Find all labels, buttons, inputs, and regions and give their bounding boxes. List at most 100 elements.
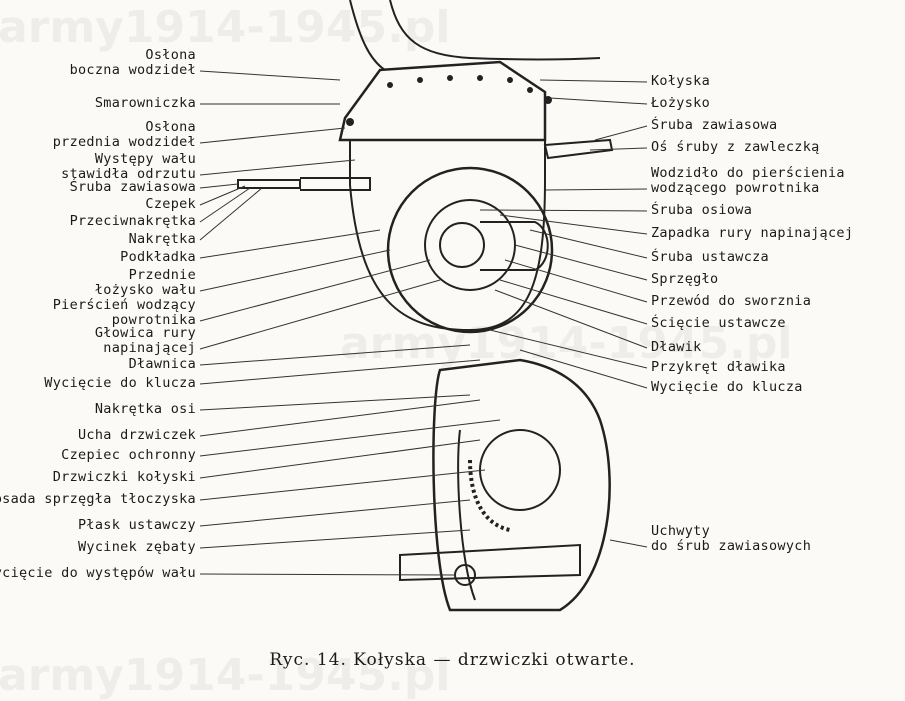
label-line: Płask ustawczy	[78, 517, 196, 533]
label-line: Dławik	[651, 339, 702, 355]
label-line: Dławnica	[128, 356, 196, 372]
label-line: Wodzidło do pierścienia	[651, 165, 845, 181]
leader-line	[199, 419, 501, 457]
label-line: Wycięcie do klucza	[44, 375, 196, 391]
cradle-housing	[349, 140, 546, 332]
label-przykret: Przykręt dławika	[651, 360, 786, 375]
label-obsada: Obsada sprzęgła tłoczyska	[0, 492, 196, 507]
label-nakretka-osi: Nakrętka osi	[95, 402, 196, 417]
leader-line	[529, 229, 648, 259]
leader-line	[199, 573, 456, 576]
leader-line	[199, 249, 391, 292]
label-sciecie: Ścięcie ustawcze	[651, 316, 786, 331]
label-line: Nakrętka	[128, 231, 196, 247]
leader-line	[199, 70, 341, 81]
leader-line	[199, 259, 431, 322]
label-line: Przeciwnakrętka	[69, 213, 196, 229]
drum-outer	[386, 166, 554, 334]
door-body	[432, 358, 611, 612]
label-line: Osłona	[145, 47, 196, 63]
label-czepiec: Czepiec ochronny	[61, 448, 196, 463]
label-line: Przednie	[128, 267, 196, 283]
label-line: wodzącego powrotnika	[651, 180, 820, 196]
label-sruba-osiowa: Śruba osiowa	[651, 203, 752, 218]
drum-hub	[439, 222, 485, 268]
watermark-middle: army1914-1945.pl	[340, 318, 793, 369]
hinge-bolt-left	[237, 179, 301, 189]
label-line: Śruba ustawcza	[651, 249, 769, 265]
leader-line	[609, 539, 648, 548]
leader-line	[199, 359, 481, 385]
leader-line	[199, 127, 346, 144]
label-line: napinającej	[103, 340, 196, 356]
label-podkladka: Podkładka	[120, 250, 196, 265]
leader-line	[199, 469, 486, 501]
leader-line	[199, 279, 441, 350]
label-line: Wycinek zębaty	[78, 539, 196, 555]
label-line: przednia wodzideł	[52, 134, 196, 150]
cradle-top-plate	[338, 60, 547, 142]
label-line: Śruba osiowa	[651, 202, 753, 218]
leader-line	[514, 244, 648, 281]
label-line: Czepiec ochronny	[61, 447, 196, 463]
door-inner	[457, 429, 476, 601]
label-line: boczna wodzideł	[69, 62, 196, 78]
leader-line	[504, 259, 648, 303]
watermark-bottom: army1914-1945.pl	[0, 650, 451, 701]
label-line: Ucha drzwiczek	[78, 427, 196, 443]
label-nakretka: Nakrętka	[129, 232, 196, 247]
label-sruba-zawiasowa-l: Śruba zawiasowa	[70, 180, 196, 195]
hinge-bolt-right	[543, 138, 614, 160]
label-wycinek: Wycinek zębaty	[78, 540, 196, 555]
label-przewod: Przewód do sworznia	[651, 294, 811, 309]
label-line: Ścięcie ustawcze	[651, 315, 786, 331]
label-line: Drzwiczki kołyski	[52, 469, 196, 485]
label-line: Sprzęgło	[651, 271, 719, 287]
label-smarowniczka: Smarowniczka	[95, 96, 196, 111]
label-line: Oś śruby z zawleczką	[651, 139, 820, 155]
label-line: Nakrętka osi	[94, 401, 196, 417]
door-pin	[454, 564, 476, 586]
label-line: Uchwyty	[651, 523, 710, 539]
label-drzwiczki: Drzwiczki kołyski	[53, 470, 196, 485]
label-line: stawidła odrzutu	[61, 166, 196, 182]
label-line: Śruba zawiasowa	[69, 179, 196, 195]
leader-line	[199, 399, 481, 437]
leader-line	[494, 289, 648, 349]
label-line: powrotnika	[111, 312, 196, 328]
label-line: Czepek	[145, 196, 196, 212]
label-lozysko: Łożysko	[651, 96, 710, 111]
leader-line	[199, 529, 471, 549]
watermark-top: army1914-1945.pl	[0, 2, 451, 53]
label-line: Głowica rury	[94, 325, 196, 341]
label-line: do śrub zawiasowych	[651, 538, 812, 554]
label-line: Osłona	[145, 119, 196, 135]
label-os-sruby: Oś śruby z zawleczką	[651, 140, 820, 155]
label-dlawik: Dławik	[651, 340, 702, 355]
label-sruba-ustawcza: Śruba ustawcza	[651, 250, 769, 265]
leader-line	[199, 187, 251, 223]
leader-line	[549, 97, 648, 105]
label-wyciecie-wystepow: Wycięcie do występów wału	[0, 566, 196, 581]
leader-line	[544, 188, 648, 191]
label-line: Przykręt dławika	[651, 359, 786, 375]
label-line: Podkładka	[120, 249, 196, 265]
rivets	[346, 75, 552, 126]
label-line: Występy wału	[94, 151, 196, 167]
leader-line	[199, 159, 356, 176]
label-przeciwnakretka: Przeciwnakrętka	[70, 214, 196, 229]
label-czepek: Czepek	[145, 197, 196, 212]
label-sprzeglo: Sprzęgło	[651, 272, 718, 287]
leader-line	[499, 214, 648, 235]
label-line: Obsada sprzęgła tłoczyska	[0, 491, 196, 507]
label-line: Kołyska	[651, 73, 710, 89]
label-dlawnica: Dławnica	[129, 357, 196, 372]
label-line: Pierścień wodzący	[52, 297, 196, 313]
